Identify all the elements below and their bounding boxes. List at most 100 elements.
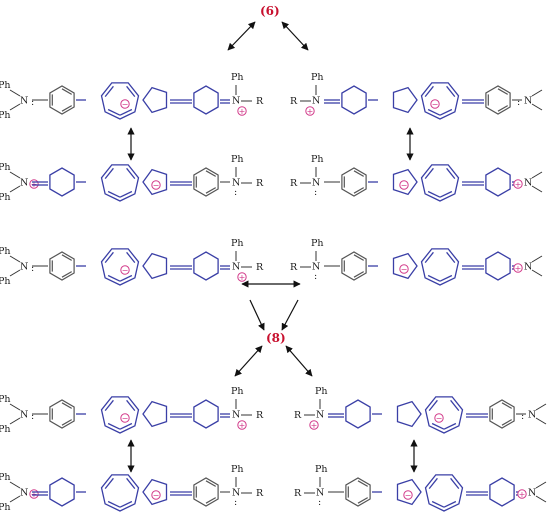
six-membered-ring xyxy=(485,251,511,281)
six-membered-ring xyxy=(485,85,511,115)
phenyl-label: Ph xyxy=(0,424,11,435)
structures: NPhPh:−NPhR+NPhR+−NPhPh:NPhPh+−NPhR:NPhR… xyxy=(0,72,547,513)
six-membered-ring-double-bond xyxy=(357,480,368,487)
carbanion-charge-sign: − xyxy=(122,100,129,109)
iminium-charge-circle xyxy=(513,263,523,273)
arrow-to-8-left xyxy=(249,299,265,331)
carbanion-charge-circle xyxy=(120,265,130,275)
six-membered-ring xyxy=(345,477,371,507)
seven-membered-ring-double-bond xyxy=(439,274,453,282)
five-membered-ring xyxy=(396,400,422,428)
carbanion-charge-sign: − xyxy=(405,491,412,500)
six-membered-ring xyxy=(49,85,75,115)
seven-membered-ring xyxy=(424,396,464,434)
nitrogen-label: N xyxy=(232,178,240,189)
n-ph-bond xyxy=(9,417,21,425)
six-membered-ring-double-bond xyxy=(61,105,72,112)
phenyl-label: Ph xyxy=(0,502,11,513)
arrow-8-right xyxy=(285,345,313,377)
seven-membered-ring-double-bond xyxy=(107,274,121,282)
r-group-label: R xyxy=(294,488,302,499)
n-ph-bond xyxy=(531,171,543,179)
seven-membered-ring xyxy=(100,82,140,120)
carbanion-charge-sign: − xyxy=(122,414,129,423)
seven-membered-ring-double-bond xyxy=(126,399,136,412)
iminium-charge-circle xyxy=(237,106,247,116)
seven-membered-ring-double-bond xyxy=(427,274,441,282)
six-membered-ring xyxy=(341,251,367,281)
five-membered-ring xyxy=(142,86,168,114)
nitrogen-label: N xyxy=(20,178,28,189)
phenyl-label: Ph xyxy=(0,192,11,203)
six-membered-ring xyxy=(49,477,75,507)
five-membered-ring xyxy=(392,252,418,280)
phenyl-label: Ph xyxy=(315,386,328,397)
seven-membered-ring-double-bond xyxy=(427,190,441,198)
iminium-charge-sign: + xyxy=(239,273,246,282)
carbanion-charge-circle xyxy=(403,490,413,500)
seven-membered-ring xyxy=(100,396,140,434)
nitrogen-label: N xyxy=(312,262,320,273)
n-ph-bond xyxy=(535,417,547,425)
seven-membered-ring-double-bond xyxy=(104,399,114,412)
seven-membered-ring-double-bond xyxy=(107,422,121,430)
nitrogen-label: N xyxy=(20,96,28,107)
lone-pair: : xyxy=(234,497,237,508)
phenyl-label: Ph xyxy=(315,464,328,475)
iminium-charge-sign: + xyxy=(31,180,38,189)
phenyl-label: Ph xyxy=(231,238,244,249)
carbanion-charge-circle xyxy=(434,413,444,423)
seven-membered-ring-double-bond xyxy=(431,500,445,508)
seven-membered-ring-double-bond xyxy=(107,190,121,198)
seven-membered-ring-double-bond xyxy=(119,422,133,430)
iminium-charge-sign: + xyxy=(31,490,38,499)
six-membered-ring xyxy=(49,167,75,197)
six-membered-ring-double-bond xyxy=(353,271,364,278)
n-ph-bond xyxy=(9,269,21,277)
six-membered-ring xyxy=(485,167,511,197)
seven-membered-ring xyxy=(100,164,140,202)
nitrogen-label: N xyxy=(20,410,28,421)
six-membered-ring-double-bond xyxy=(497,88,508,95)
seven-membered-ring-double-bond xyxy=(424,251,434,264)
six-membered-ring-double-bond xyxy=(497,105,508,112)
n-ph-bond xyxy=(9,255,21,263)
six-membered-ring xyxy=(341,85,367,115)
six-membered-ring xyxy=(193,251,219,281)
seven-membered-ring-double-bond xyxy=(439,108,453,116)
phenyl-label: Ph xyxy=(311,238,324,249)
six-membered-ring xyxy=(489,477,515,507)
six-membered-ring xyxy=(193,85,219,115)
arrow-6-left xyxy=(227,21,256,51)
seven-membered-ring-double-bond xyxy=(119,274,133,282)
iminium-charge-sign: + xyxy=(515,180,522,189)
phenyl-label: Ph xyxy=(0,246,11,257)
r-group-label: R xyxy=(294,410,302,421)
phenyl-label: Ph xyxy=(0,472,11,483)
iminium-charge-sign: + xyxy=(239,421,246,430)
lone-pair: : xyxy=(31,411,34,422)
nitrogen-label: N xyxy=(312,178,320,189)
compound-6-label: (6) xyxy=(260,4,280,18)
phenyl-label: Ph xyxy=(0,276,11,287)
phenyl-label: Ph xyxy=(0,80,11,91)
iminium-charge-sign: + xyxy=(519,490,526,499)
lone-pair: : xyxy=(31,263,34,274)
nitrogen-label: N xyxy=(316,410,324,421)
seven-membered-ring-double-bond xyxy=(104,251,114,264)
seven-membered-ring xyxy=(424,474,464,512)
six-membered-ring-double-bond xyxy=(61,271,72,278)
nitrogen-label: N xyxy=(232,410,240,421)
lone-pair: : xyxy=(234,187,237,198)
n-ph-bond xyxy=(9,171,21,179)
nitrogen-label: N xyxy=(524,96,532,107)
seven-membered-ring-double-bond xyxy=(443,422,457,430)
compound-8-label: (8) xyxy=(266,331,286,345)
seven-membered-ring-double-bond xyxy=(104,85,114,98)
n-ph-bond xyxy=(531,269,543,277)
r-group-label: R xyxy=(290,262,298,273)
seven-membered-ring-double-bond xyxy=(450,477,460,490)
